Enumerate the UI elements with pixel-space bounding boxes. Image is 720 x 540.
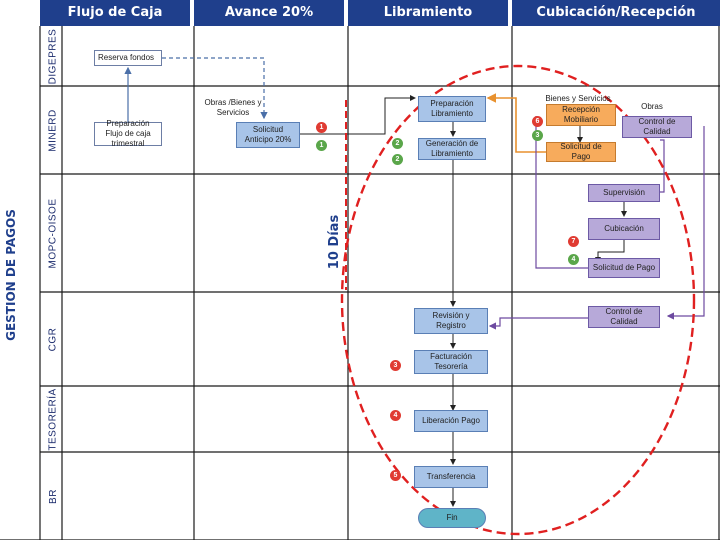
step-marker-1b: 1 <box>316 140 327 151</box>
step-marker-7: 7 <box>568 236 579 247</box>
box-solicitud-pago-2: Solicitud de Pago <box>588 258 660 278</box>
step-marker-2b: 2 <box>392 154 403 165</box>
box-solicitud-anticipo: Solicitud Anticipo 20% <box>236 122 300 148</box>
header-flujo-caja: Flujo de Caja <box>40 0 190 26</box>
header-libramiento: Libramiento <box>348 0 508 26</box>
box-transferencia: Transferencia <box>414 466 488 488</box>
step-marker-3a: 3 <box>532 130 543 141</box>
step-marker-4b: 4 <box>568 254 579 265</box>
box-cubicacion: Cubicación <box>588 218 660 240</box>
step-marker-4: 4 <box>390 410 401 421</box>
step-marker-2a: 2 <box>392 138 403 149</box>
box-fin: Fin <box>418 508 486 528</box>
box-preparacion-flujo: Preparación Flujo de caja trimestral <box>94 119 162 148</box>
header-avance: Avance 20% <box>194 0 344 26</box>
box-solicitud-pago: Solicitud de Pago <box>546 142 616 162</box>
step-marker-5: 5 <box>390 470 401 481</box>
step-marker-6: 6 <box>532 116 543 127</box>
box-reserva-fondos: Reserva fondos <box>94 50 162 66</box>
box-facturacion-tesoreria: Facturación Tesorería <box>414 350 488 374</box>
step-marker-1a: 1 <box>316 122 327 133</box>
box-preparacion-libramiento: Preparación Libramiento <box>418 96 486 122</box>
box-liberacion-pago: Liberación Pago <box>414 410 488 432</box>
note-dias: 10 Días <box>327 208 350 276</box>
note-bienes-servicios: Bienes y Servicios <box>545 94 611 103</box>
box-revision-registro: Revisión y Registro <box>414 308 488 334</box>
note-obras: Obras <box>641 102 663 111</box>
box-control-calidad-1: Control de Calidad <box>622 116 692 138</box>
box-recepcion-mobiliario: Recepción Mobiliario <box>546 104 616 126</box>
box-supervision: Supervisión <box>588 184 660 202</box>
note-dias-text: 10 Días <box>327 214 342 270</box>
box-generacion-libramiento: Generación de Libramiento <box>418 138 486 160</box>
box-control-calidad-2: Control de Calidad <box>588 306 660 328</box>
step-marker-3b: 3 <box>390 360 401 371</box>
header-cubicacion: Cubicación/Recepción <box>512 0 720 26</box>
note-obras-bienes: Obras /Bienes y Servicios <box>204 98 262 117</box>
